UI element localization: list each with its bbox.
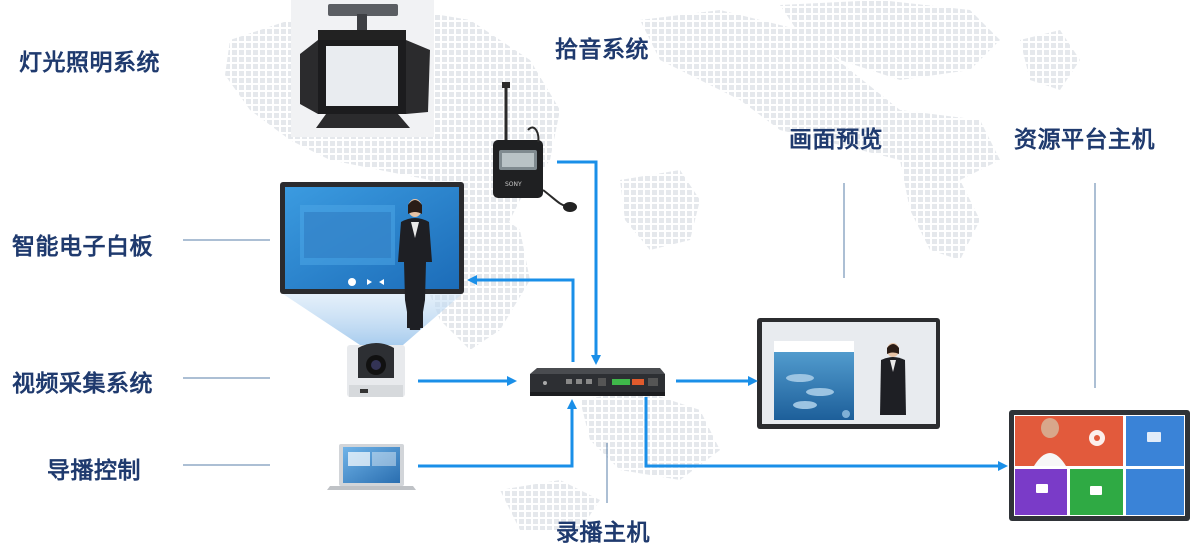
preview-monitor xyxy=(757,318,940,429)
label-video-capture: 视频采集系统 xyxy=(12,371,153,397)
recorder-host xyxy=(530,368,665,396)
flow-arrows xyxy=(418,160,1008,471)
label-lighting: 灯光照明系统 xyxy=(19,50,160,76)
presenter-figure xyxy=(398,199,432,330)
laptop xyxy=(327,444,416,490)
arrow-recorder-to-resource xyxy=(644,397,1008,471)
label-director: 导播控制 xyxy=(47,458,141,484)
label-recorder: 录播主机 xyxy=(556,520,650,546)
sony-logo: SONY xyxy=(505,181,522,188)
arrow-mic-to-recorder xyxy=(557,160,601,365)
label-preview: 画面预览 xyxy=(789,127,883,153)
smart-whiteboard xyxy=(280,182,464,294)
arrow-laptop-to-recorder xyxy=(418,399,577,468)
ptz-camera xyxy=(347,343,405,397)
leader-lines xyxy=(183,183,1096,503)
arrow-recorder-to-whiteboard xyxy=(467,275,575,362)
world-map-background xyxy=(225,0,1080,530)
label-whiteboard: 智能电子白板 xyxy=(12,234,153,260)
camera-view-beam xyxy=(283,294,462,345)
label-resource: 资源平台主机 xyxy=(1014,127,1155,153)
label-audio: 拾音系统 xyxy=(555,37,649,63)
resource-platform-host xyxy=(1009,410,1190,521)
wireless-mic-transmitter: SONY xyxy=(493,82,577,212)
led-panel-light xyxy=(291,0,434,137)
